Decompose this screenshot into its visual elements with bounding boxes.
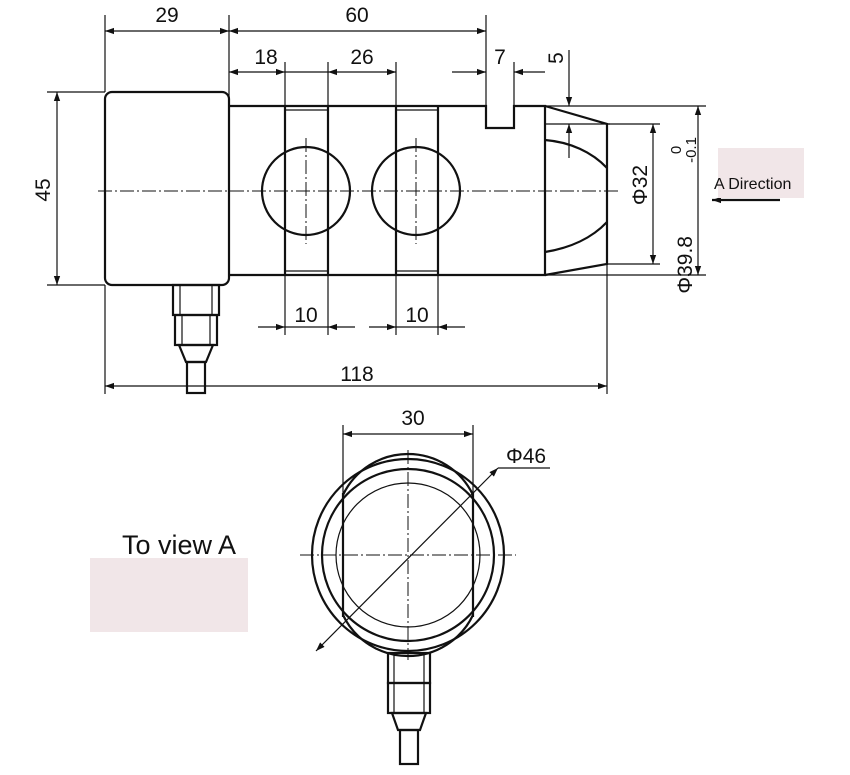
cable-gland (171, 283, 221, 395)
tapered-end (544, 104, 609, 277)
dim-60: 60 (345, 4, 368, 27)
dim-tolerance-upper: 0 (668, 146, 685, 154)
dim-118: 118 (340, 363, 373, 386)
dim-5: 5 (545, 52, 568, 64)
dim-tolerance-lower: -0.1 (683, 137, 700, 163)
dim-30: 30 (401, 407, 424, 430)
a-direction-box (718, 148, 804, 198)
to-view-a-box (90, 558, 248, 632)
dim-45: 45 (32, 178, 55, 201)
dimension-text: 29 60 18 26 7 5 45 10 10 118 Φ32 Φ39.8 0… (32, 4, 700, 468)
dim-phi-32: Φ32 (629, 165, 652, 205)
a-direction-label: A Direction (714, 176, 791, 193)
dim-10-left: 10 (294, 304, 317, 327)
housing-body (103, 90, 231, 287)
dim-29: 29 (155, 4, 178, 27)
dim-phi-39-8: Φ39.8 (674, 236, 697, 294)
dim-7: 7 (494, 46, 506, 69)
to-view-a-label: To view A (122, 530, 236, 560)
dimension-lines (47, 15, 780, 394)
side-view (98, 90, 618, 395)
dim-phi-46: Φ46 (506, 445, 546, 468)
dim-26: 26 (350, 46, 373, 69)
dim-18: 18 (254, 46, 277, 69)
dim-10-right: 10 (405, 304, 428, 327)
end-cable-gland (386, 651, 432, 766)
end-view (300, 425, 550, 766)
